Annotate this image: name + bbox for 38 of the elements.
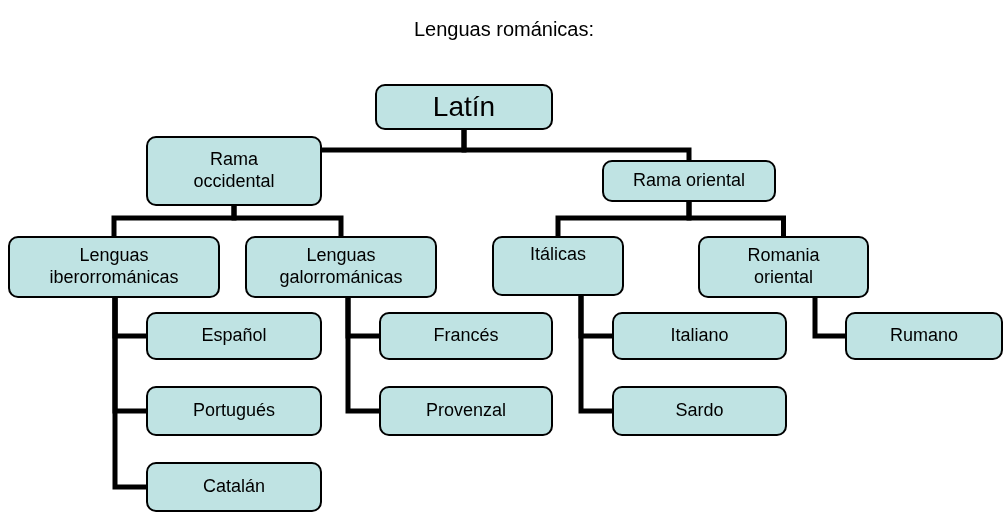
connector-line	[231, 206, 344, 236]
language-box	[612, 386, 787, 436]
language-box	[146, 462, 322, 512]
connector-line	[345, 298, 379, 414]
node-label: Itálicas	[530, 244, 586, 266]
language-box	[379, 386, 553, 436]
diagram-title: Lenguas románicas:	[413, 17, 595, 42]
connector-line	[686, 202, 786, 236]
node-label: Lenguas iberorrománicas	[48, 245, 180, 289]
node-label: Rama oriental	[632, 170, 746, 192]
node-label: Latín	[432, 90, 496, 124]
node-label: Italiano	[670, 325, 729, 347]
language-box	[845, 312, 1003, 360]
language-box	[245, 236, 437, 298]
node-label: Catalán	[202, 476, 265, 498]
node-label: Sardo	[675, 400, 724, 422]
language-box	[602, 160, 776, 202]
language-box	[146, 136, 322, 206]
language-box	[698, 236, 869, 298]
node-label: Rumano	[889, 325, 958, 347]
node-label: Portugués	[192, 400, 276, 422]
node-label: Rama occidental	[192, 149, 276, 193]
language-box	[492, 236, 624, 296]
connector-line	[812, 298, 845, 339]
connector-line	[112, 298, 146, 490]
node-label: Francés	[433, 325, 499, 347]
node-label: Romania oriental	[746, 245, 821, 289]
node-label: Lenguas galorrománicas	[278, 245, 404, 289]
language-box	[146, 386, 322, 436]
language-box	[8, 236, 220, 298]
language-box	[612, 312, 787, 360]
node-label: Español	[201, 325, 267, 347]
language-box	[379, 312, 553, 360]
node-label: Provenzal	[425, 400, 506, 422]
language-box	[375, 84, 553, 130]
connector-line	[461, 130, 692, 160]
language-box	[146, 312, 322, 360]
connector-line	[578, 296, 612, 414]
